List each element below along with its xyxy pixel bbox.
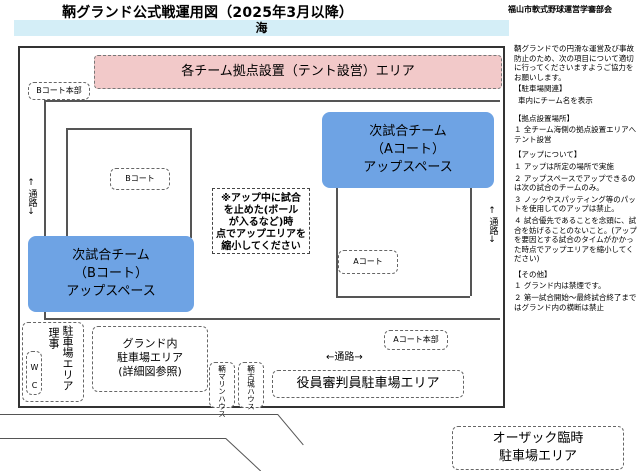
- notice-line-3: が入るなど)時: [228, 217, 294, 228]
- warmup-a-line3: アップスペース: [363, 160, 453, 175]
- officials-parking-area: 役員審判員駐車場エリア: [272, 370, 464, 398]
- inner-field-line-top: [44, 100, 500, 102]
- right-passage-arrow-up: ↑: [488, 206, 496, 216]
- tent-area: 各チーム拠点設置（テント設営）エリア: [94, 55, 502, 89]
- warmup-note-1: １ アップは所定の場所で実施: [514, 161, 614, 171]
- notice-line-4: 点でアップエリアを: [216, 229, 306, 240]
- left-passage-arrow-down: ↓: [27, 207, 35, 217]
- warmup-b-line2: （Bコート）: [74, 266, 148, 281]
- right-passage-label: 通路: [487, 217, 498, 235]
- notice-line-5: 縮小してください: [221, 241, 301, 252]
- road-line-diagonal-2: [277, 414, 304, 446]
- a-court-line-left: [336, 188, 338, 296]
- camp-header: 【拠点設置場所】: [514, 113, 574, 123]
- marine-house: 鞆マリンハウス: [209, 362, 235, 418]
- ground-parking-area: グランド内 駐車場エリア (詳細図参照): [92, 326, 208, 392]
- inner-field-line-bottom: [44, 318, 500, 320]
- warmup-a-line2: （Aコート）: [371, 142, 445, 157]
- b-court-label: Bコート: [110, 168, 170, 190]
- ground-parking-line3: (詳細図参照): [118, 365, 182, 378]
- restroom-label: W C: [26, 351, 42, 395]
- other-note-1: １ グランド内は禁煙です。: [514, 281, 606, 291]
- road-line-upper: [0, 414, 278, 415]
- parking-header: 【駐車場関連】: [514, 84, 567, 94]
- b-court-hq-label: Bコート本部: [28, 82, 90, 100]
- left-passage-arrow-up: ↑: [27, 178, 35, 188]
- other-note-2: ２ 第一試合開始～最終試合終了まではグランド内の横断は禁止: [514, 293, 637, 312]
- b-court-line-right: [190, 128, 192, 238]
- warmup-header: 【アップについて】: [514, 150, 582, 160]
- right-passage-arrow-down: ↓: [488, 235, 496, 245]
- ozack-line2: 駐車場エリア: [498, 449, 577, 464]
- road-line-diagonal: [225, 438, 262, 471]
- warmup-note-2: ２ アップスペースでアップできるのは次の試合のチームのみ。: [514, 173, 636, 193]
- warmup-b-line1: 次試合チーム: [72, 248, 150, 263]
- old-castle-house-label: 鞆古城ハウス: [246, 365, 256, 410]
- side-intro: 鞆グランドでの円滑な運営及び事故防止のため、次の項目について適切に行ってください…: [514, 44, 634, 82]
- ozack-line1: オーザック臨時: [492, 431, 584, 446]
- director-parking-label: 理事: [47, 327, 60, 349]
- left-parking-label: 駐車場エリア: [61, 325, 74, 391]
- bottom-passage-label: ←通路→: [326, 352, 363, 363]
- left-passage-label: 通路: [26, 189, 37, 207]
- warmup-a-line1: 次試合チーム: [369, 124, 447, 139]
- road-line-lower: [0, 438, 226, 439]
- warmup-b-line3: アップスペース: [66, 284, 156, 299]
- marine-house-label: 鞆マリンハウス: [217, 365, 227, 418]
- ground-parking-line2: 駐車場エリア: [117, 351, 183, 364]
- warmup-space-b-court: 次試合チーム （Bコート） アップスペース: [28, 236, 194, 312]
- other-header: 【その他】: [514, 269, 552, 279]
- notice-line-1: ※アップ中に試合: [221, 193, 301, 204]
- left-parking-area: 駐車場エリア 理事 W C: [22, 322, 84, 402]
- warmup-space-a-court: 次試合チーム （Aコート） アップスペース: [322, 112, 494, 188]
- side-notes: 鞆グランドでの円滑な運営及び事故防止のため、次の項目について適切に行ってください…: [514, 44, 638, 314]
- inner-field-line-left: [44, 100, 46, 318]
- page-title: 鞆グランド公式戦運用図（2025年3月以降）: [62, 5, 354, 21]
- left-passage: ↑ 通路 ↓: [22, 178, 40, 218]
- b-court-line-left: [66, 128, 68, 238]
- a-court-line-right: [470, 188, 472, 296]
- warmup-note-3: ３ ノックやスパッティング等のパットを使用してのアップは禁止。: [514, 194, 636, 214]
- camp-note-1: １ 全チーム海側の拠点設置エリアへテント設営: [514, 125, 637, 144]
- right-passage: ↑ 通路 ↓: [482, 206, 502, 246]
- sea-banner: 海: [14, 20, 509, 36]
- a-court-label: Aコート: [338, 250, 398, 274]
- old-castle-house: 鞆古城ハウス: [238, 362, 264, 410]
- notice-line-2: を止めた(ボール: [223, 205, 299, 216]
- a-court-hq-label: Aコート本部: [384, 330, 448, 350]
- warmup-note-4: ４ 試合優先であることを念頭に、試合を妨げることのないこと。(アップを要因とする…: [514, 215, 637, 264]
- parking-note-1: 車内にチーム名を表示: [518, 95, 593, 105]
- ozack-parking-area: オーザック臨時 駐車場エリア: [452, 426, 624, 470]
- ground-outline: [18, 46, 505, 408]
- a-court-line-bottom: [336, 296, 470, 298]
- warmup-notice: ※アップ中に試合 を止めた(ボール が入るなど)時 点でアップエリアを 縮小して…: [212, 188, 310, 254]
- organization-label: 福山市軟式野球運営学審部会: [508, 5, 612, 14]
- b-court-line-top: [66, 128, 190, 130]
- ground-parking-line1: グランド内: [122, 337, 178, 350]
